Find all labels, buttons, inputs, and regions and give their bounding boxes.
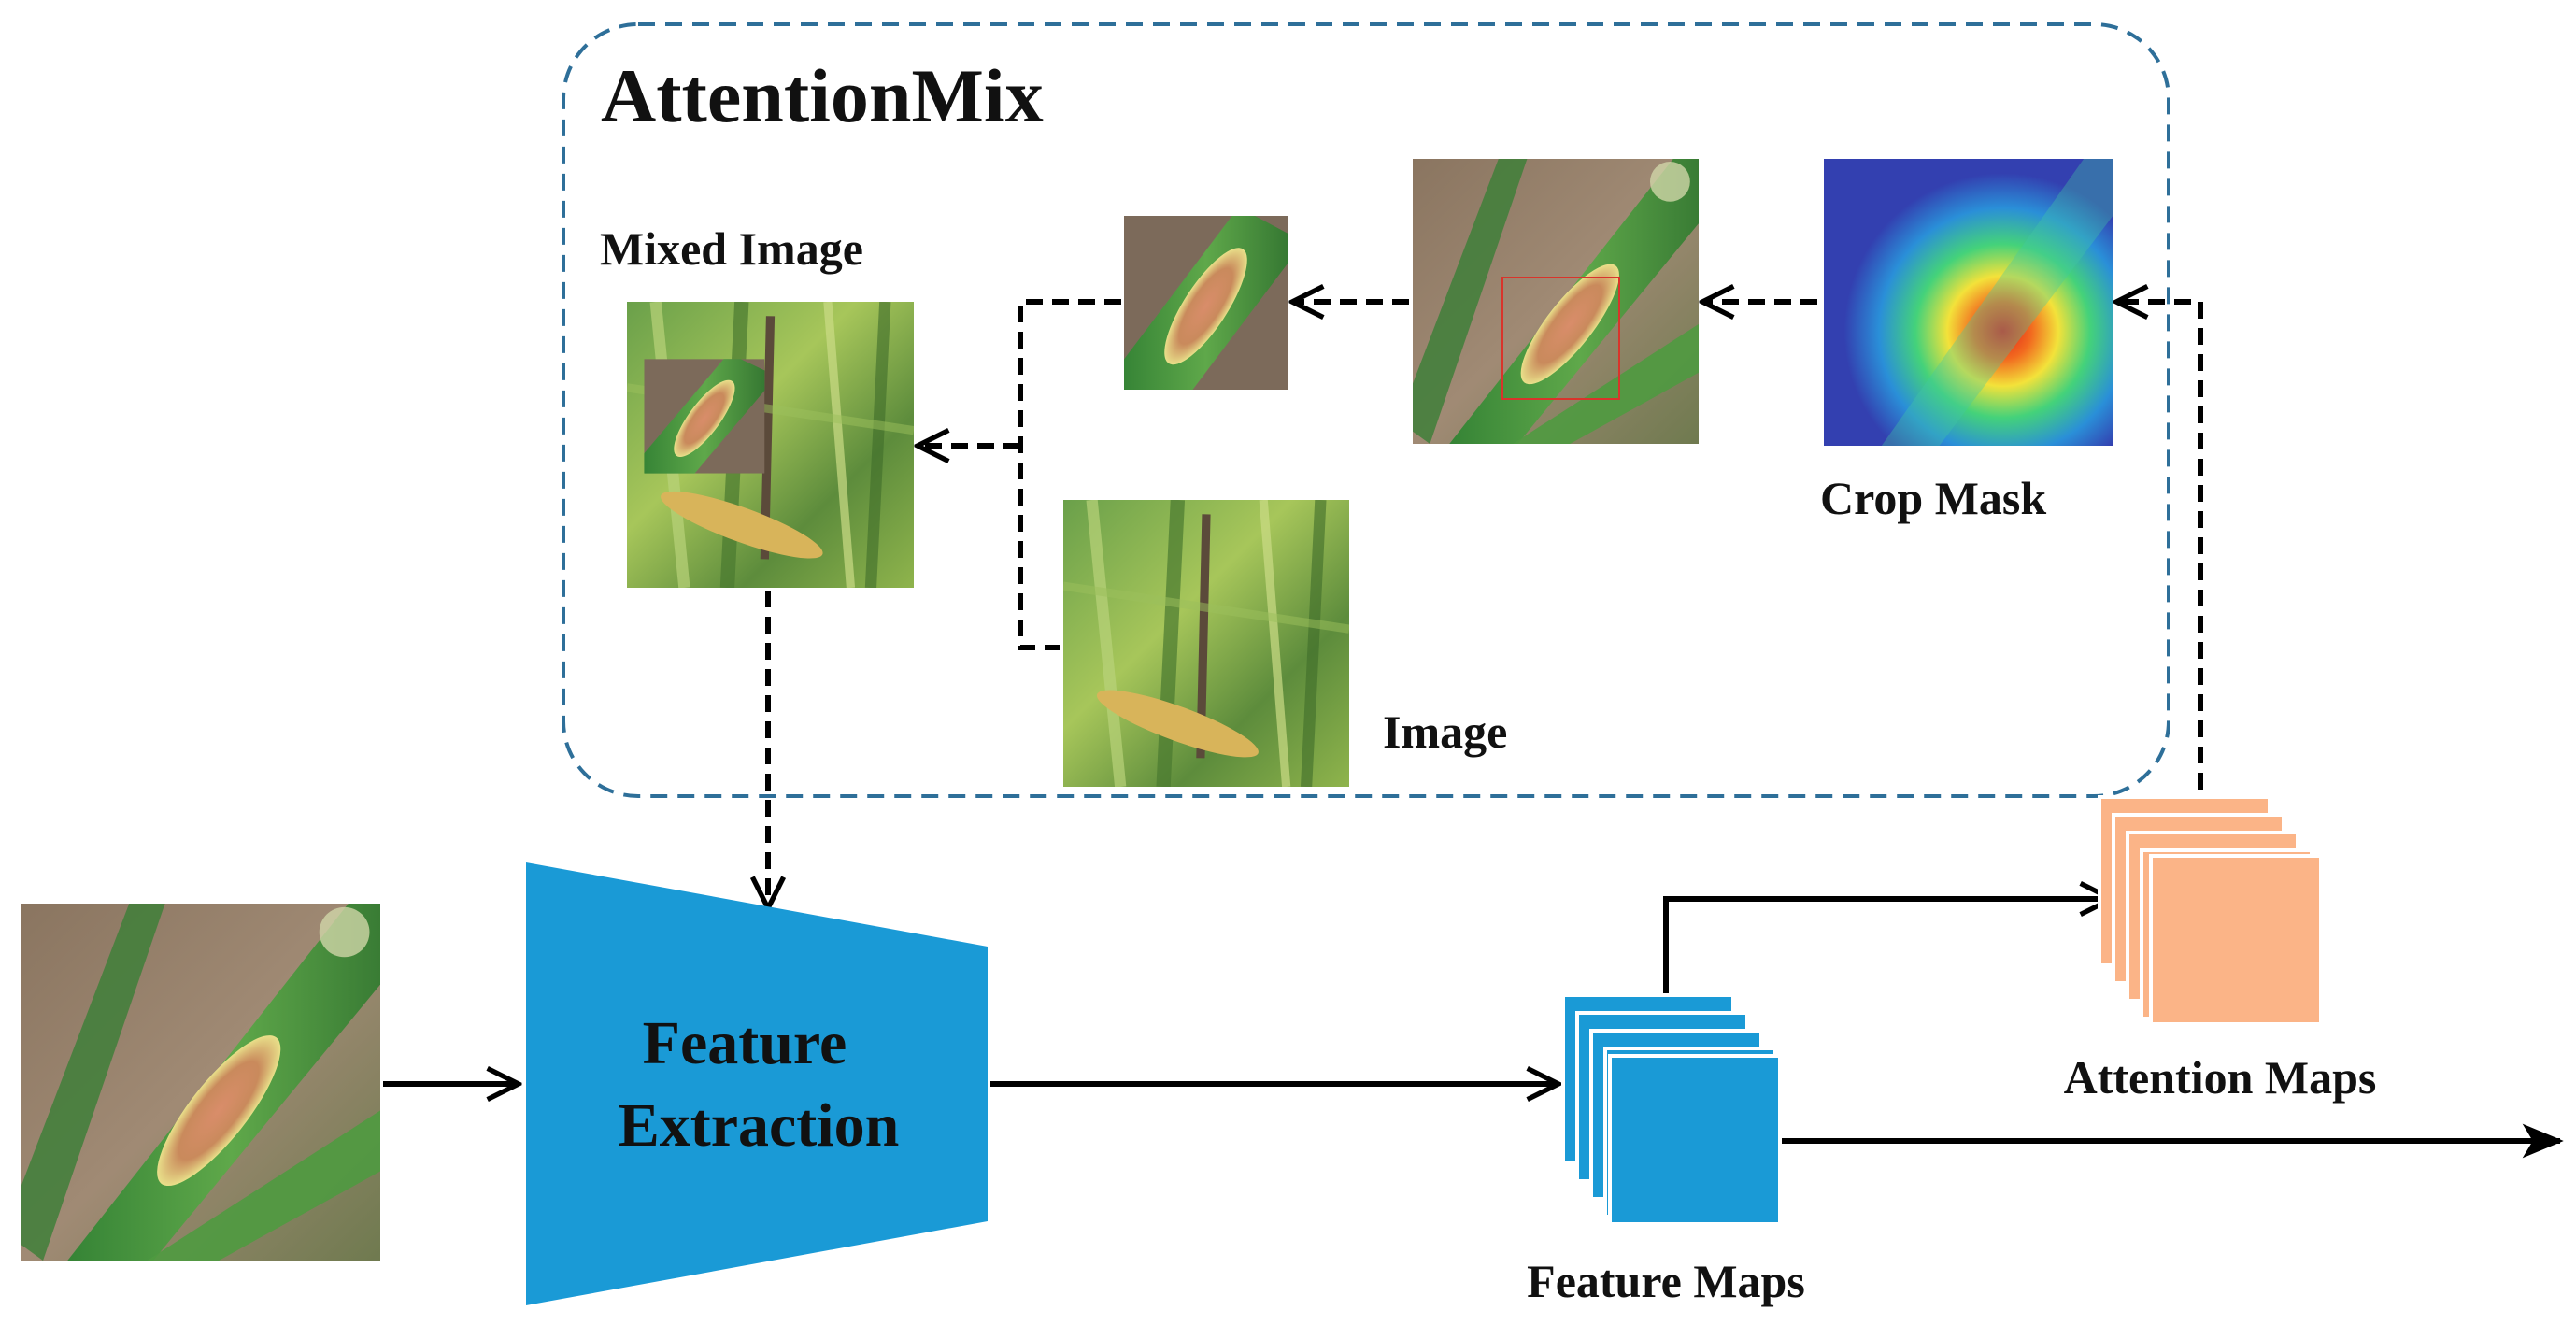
crop-region-box (1501, 277, 1620, 400)
attentionmix-box (562, 22, 2170, 798)
feature-extraction-label-line1: Feature (643, 1009, 847, 1077)
mixed-image-label: Mixed Image (600, 222, 863, 275)
attention-map-layer (2149, 854, 2323, 1026)
arrow-feature-maps-to-attention-maps (1663, 899, 2112, 1011)
crop-mask-heatmap (1824, 159, 2113, 446)
attention-maps-stack (2098, 795, 2323, 1026)
crop-mask-label: Crop Mask (1820, 472, 2046, 524)
attention-maps-label: Attention Maps (2064, 1051, 2377, 1104)
feature-maps-label: Feature Maps (1527, 1255, 1805, 1307)
image-label: Image (1383, 705, 1507, 758)
connector-patch-image (1018, 299, 1121, 650)
crop-source-image (1413, 159, 1699, 444)
feature-maps-stack (1561, 993, 1782, 1226)
feature-map-layer (1608, 1054, 1782, 1226)
input-image (21, 904, 380, 1261)
cropped-patch-image (1124, 216, 1288, 390)
feature-extraction-block (526, 862, 988, 1305)
mixed-image (627, 302, 914, 588)
original-image (1063, 500, 1349, 787)
arrow-attention-to-mask (2116, 302, 2203, 816)
solid-arrows (383, 899, 2564, 1159)
feature-extraction-label-line2: Extraction (619, 1091, 900, 1160)
dashed-arrows (768, 299, 2203, 908)
attentionmix-title: AttentionMix (601, 53, 1044, 138)
